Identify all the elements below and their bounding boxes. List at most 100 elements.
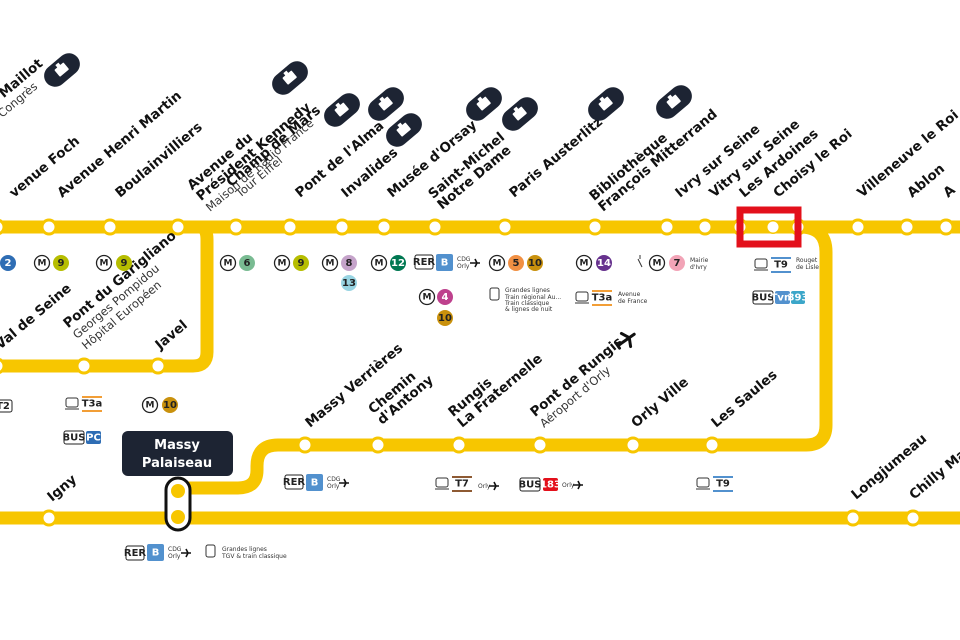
airplane-icon [489, 481, 499, 491]
metro-letter: M [653, 259, 662, 269]
station-name: Pont de Rungis [527, 334, 626, 420]
station-marker [40, 218, 58, 236]
station-dot-orsay[interactable] [426, 218, 444, 236]
landmark-glyph-top [283, 70, 289, 77]
station-dot-orly-ville[interactable] [624, 436, 642, 454]
station-dot-massy-verrieres[interactable] [296, 436, 314, 454]
metro-logo: M [370, 254, 388, 272]
station-marker [227, 218, 245, 236]
rer-badge-bg [414, 254, 434, 270]
landmark-glyph-top [379, 96, 385, 103]
station-dot-invalides[interactable] [375, 218, 393, 236]
station-dot-maillot[interactable] [0, 219, 6, 235]
metro-line-number: 12 [391, 258, 405, 269]
station-dot-alma[interactable] [333, 218, 351, 236]
station-name: A [940, 182, 959, 201]
station-dot-pont-rungis[interactable] [531, 436, 549, 454]
station-dot-ath[interactable] [937, 218, 955, 236]
metro-line-5: 5 [508, 255, 524, 271]
station-dot-garigliano[interactable] [75, 357, 93, 375]
station-dot-ablon[interactable] [898, 218, 916, 236]
station-dot-foch[interactable] [40, 218, 58, 236]
metro-ring [321, 254, 339, 272]
metro-logo: M [321, 254, 339, 272]
grandes-lignes-label: Grandes lignes [505, 287, 550, 294]
metro-ring [370, 254, 388, 272]
rer-b-badge-text: B [311, 478, 319, 489]
metro-line-10: 10 [527, 255, 543, 271]
bus-badge: BUS [752, 290, 774, 305]
station-dot-bnf[interactable] [658, 218, 676, 236]
station-dot-villeneuve[interactable] [849, 218, 867, 236]
station-dot-val-de-seine[interactable] [0, 358, 6, 374]
landmark-glyph [512, 106, 527, 121]
pyramid-icon [386, 113, 422, 147]
station-marker-inner [767, 221, 779, 233]
station-dot-boulainvilliers[interactable] [169, 218, 187, 236]
rer-badge: RER [413, 254, 436, 270]
station-dot-ivry[interactable] [696, 218, 714, 236]
rer-b-badge-bg [147, 544, 164, 561]
station-dot-igny[interactable] [40, 509, 58, 527]
massy-palaiseau-station[interactable]: Massy Palaiseau [122, 431, 233, 532]
station-marker [531, 436, 549, 454]
metro-ring [219, 254, 237, 272]
tram-bar-top [82, 396, 102, 398]
bus-393-badge-text: 393 [788, 293, 809, 304]
massy-label-line2: Palaiseau [142, 456, 212, 471]
station-label-igny: Igny [44, 471, 80, 505]
metro-line-number: 9 [58, 258, 65, 269]
station-dot-saint-michel[interactable] [496, 218, 514, 236]
metro-letter: M [278, 259, 287, 269]
station-label-orly-ville: Orly Ville [628, 374, 692, 431]
station-dot-chemin-antony[interactable] [369, 436, 387, 454]
metro-line-9: 9 [53, 255, 69, 271]
station-dot-les-saules[interactable] [703, 436, 721, 454]
landmark-glyph [476, 96, 491, 111]
station-dot-austerlitz[interactable] [586, 218, 604, 236]
connection-note: CDG [327, 476, 341, 483]
station-dot-javel[interactable] [149, 357, 167, 375]
connection-note: Orly [478, 483, 491, 490]
metro-ring [575, 254, 593, 272]
tram-bar-bottom [452, 490, 472, 492]
connection-note: Rouget [796, 257, 818, 264]
station-dot-ardoines[interactable] [766, 220, 780, 234]
station-marker [375, 218, 393, 236]
rer-b-badge: B [306, 474, 323, 491]
station-dot-champ-de-mars[interactable] [281, 218, 299, 236]
rer-b-badge: B [147, 544, 164, 561]
pc-badge: PC [86, 431, 101, 444]
station-marker [937, 218, 955, 236]
station-dot-rungis[interactable] [450, 436, 468, 454]
landmark-glyph-top [335, 102, 341, 109]
metro-line-number: 8 [346, 258, 353, 269]
station-dot-chilly[interactable] [904, 509, 922, 527]
tram-t3a: T3a [65, 396, 102, 412]
airplane-icon [339, 478, 349, 488]
rer-badge-text: RER [413, 257, 436, 268]
station-dot-longjumeau[interactable] [844, 509, 862, 527]
station-marker [496, 218, 514, 236]
t2-badge: T2 [0, 399, 13, 413]
metro-ring [95, 254, 113, 272]
station-marker [703, 436, 721, 454]
metro-line-14: 14 [596, 255, 612, 271]
landmark-glyph-top [667, 94, 673, 101]
landmark-glyph [378, 96, 393, 111]
station-marker [450, 436, 468, 454]
landmark-glyph [54, 62, 69, 77]
metro-letter: M [38, 259, 47, 269]
station-name: Les Saules [708, 367, 780, 431]
t2-badge-text: T2 [0, 401, 10, 412]
radio-house-icon [272, 61, 308, 95]
train-icon [489, 287, 500, 301]
landmark-glyph-top [397, 122, 403, 129]
metro-line-number: 6 [244, 258, 251, 269]
line-right-loop [171, 220, 833, 495]
station-dot-kennedy[interactable] [227, 218, 245, 236]
metro-line-disc [390, 255, 406, 271]
station-dot-henri-martin[interactable] [101, 218, 119, 236]
dome-invalides-icon [368, 87, 404, 121]
